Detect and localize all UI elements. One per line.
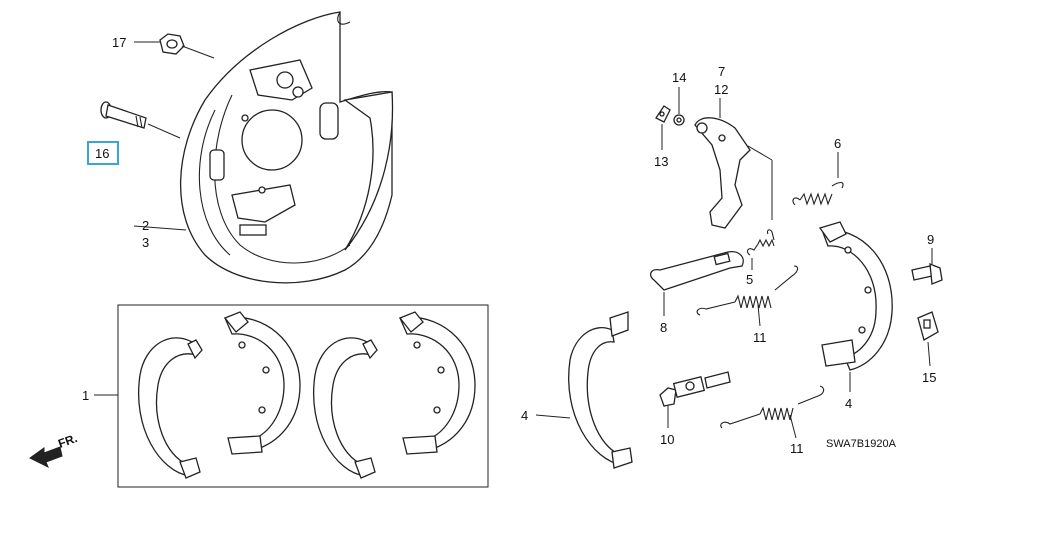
callout-7[interactable]: 7 <box>718 64 725 79</box>
hold-down-pin[interactable] <box>655 105 671 123</box>
callout-5[interactable]: 5 <box>746 272 753 287</box>
adjuster-spring[interactable] <box>792 181 844 206</box>
front-arrow-icon <box>29 446 63 469</box>
callout-11-lower[interactable]: 11 <box>790 441 804 456</box>
callout-14[interactable]: 14 <box>672 70 686 85</box>
callout-8[interactable]: 8 <box>660 320 667 335</box>
bolt[interactable] <box>100 101 147 129</box>
shoe-kit-box <box>117 304 489 488</box>
callout-highlight-16 <box>87 141 119 165</box>
return-spring-lower[interactable] <box>720 385 825 429</box>
callout-4-right[interactable]: 4 <box>845 396 852 411</box>
diagram-code: SWA7B1920A <box>826 438 897 450</box>
flange-nut[interactable] <box>159 33 185 55</box>
brake-shoe-leading[interactable] <box>818 221 893 371</box>
callout-15[interactable]: 15 <box>922 370 936 385</box>
brake-shoe-kit-a[interactable] <box>138 311 301 479</box>
callout-4-left[interactable]: 4 <box>521 408 528 423</box>
pin[interactable] <box>911 262 943 285</box>
callout-17[interactable]: 17 <box>112 35 126 50</box>
parking-lever[interactable] <box>694 117 751 229</box>
callout-11-upper[interactable]: 11 <box>753 330 767 345</box>
backing-plate[interactable] <box>179 11 393 284</box>
clip[interactable] <box>917 311 939 341</box>
callout-13[interactable]: 13 <box>654 154 668 169</box>
callout-2[interactable]: 2 <box>142 218 149 233</box>
callout-16[interactable]: 16 <box>95 146 109 161</box>
callout-1[interactable]: 1 <box>82 388 89 403</box>
callout-3[interactable]: 3 <box>142 235 149 250</box>
front-arrow-label: FR. <box>56 431 79 451</box>
strut[interactable] <box>649 251 744 291</box>
dust-shield <box>343 91 394 251</box>
brake-shoe-trailing[interactable] <box>568 311 633 469</box>
callout-9[interactable]: 9 <box>927 232 934 247</box>
callout-6[interactable]: 6 <box>834 136 841 151</box>
retainer-washer[interactable] <box>673 114 685 126</box>
lever-spring[interactable] <box>746 229 775 256</box>
brake-shoe-kit-b[interactable] <box>313 311 476 479</box>
adjuster[interactable] <box>659 371 731 407</box>
callout-10[interactable]: 10 <box>660 432 674 447</box>
callout-12[interactable]: 12 <box>714 82 728 97</box>
return-spring-upper[interactable] <box>696 265 799 316</box>
